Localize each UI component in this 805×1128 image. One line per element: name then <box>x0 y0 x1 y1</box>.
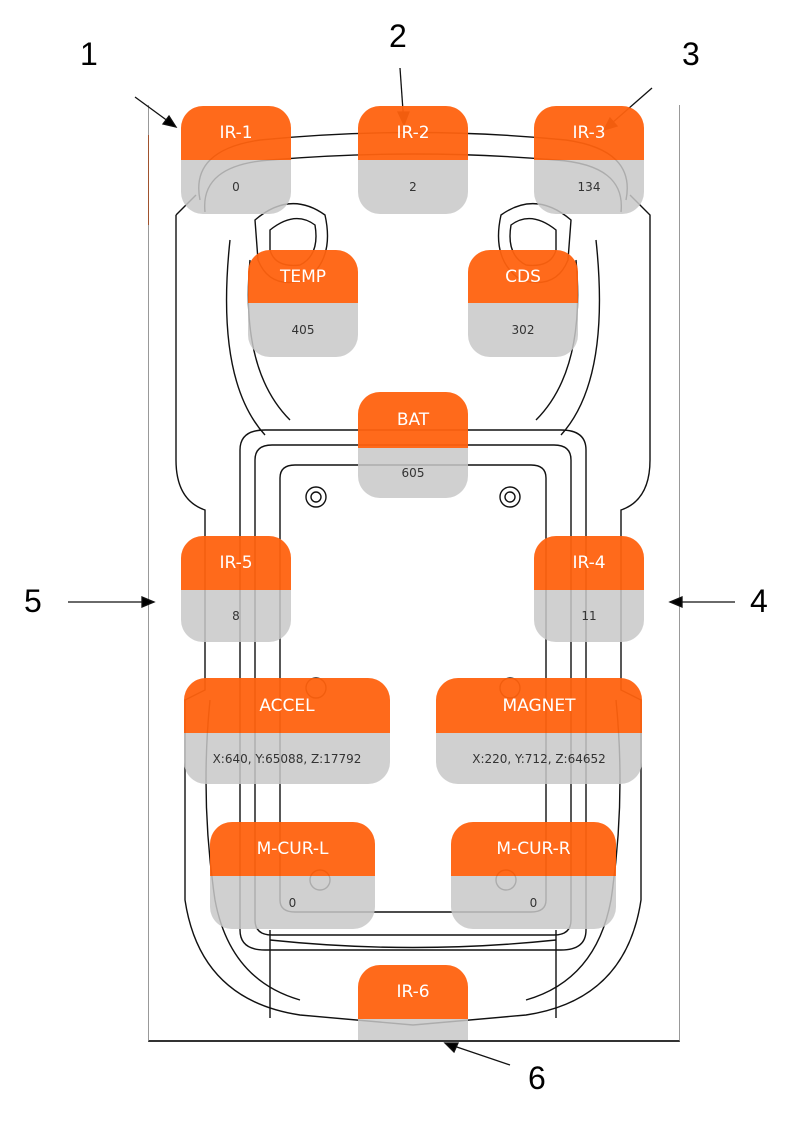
annotation-1: 1 <box>80 36 98 72</box>
sensor-value: 302 <box>468 303 578 357</box>
sensor-value: X:220, Y:712, Z:64652 <box>436 733 642 784</box>
canvas-edge-mark <box>148 135 149 225</box>
sensor-value: 0 <box>451 876 616 929</box>
sensor-value: 405 <box>248 303 358 357</box>
sensor-label: IR-1 <box>181 106 291 160</box>
sensor-value: 134 <box>534 160 644 214</box>
sensor-ir6[interactable]: IR-6 <box>358 965 468 1040</box>
sensor-label: BAT <box>358 392 468 448</box>
sensor-label: IR-5 <box>181 536 291 590</box>
sensor-label: M-CUR-R <box>451 822 616 876</box>
sensor-label: IR-3 <box>534 106 644 160</box>
sensor-value: 2 <box>358 160 468 214</box>
sensor-label: IR-6 <box>358 965 468 1019</box>
sensor-label: M-CUR-L <box>210 822 375 876</box>
sensor-label: ACCEL <box>184 678 390 733</box>
sensor-label: MAGNET <box>436 678 642 733</box>
annotation-5: 5 <box>24 583 42 619</box>
sensor-value: 8 <box>181 590 291 642</box>
robot-canvas <box>148 105 680 1042</box>
sensor-value: 0 <box>210 876 375 929</box>
sensor-label: CDS <box>468 250 578 303</box>
sensor-value <box>358 1019 468 1040</box>
sensor-label: TEMP <box>248 250 358 303</box>
sensor-value: 605 <box>358 448 468 498</box>
annotation-3: 3 <box>682 36 700 72</box>
sensor-value: 11 <box>534 590 644 642</box>
annotation-2: 2 <box>389 18 407 54</box>
sensor-value: 0 <box>181 160 291 214</box>
sensor-label: IR-2 <box>358 106 468 160</box>
annotation-6: 6 <box>528 1060 546 1096</box>
annotation-4: 4 <box>750 583 768 619</box>
sensor-value: X:640, Y:65088, Z:17792 <box>184 733 390 784</box>
sensor-label: IR-4 <box>534 536 644 590</box>
